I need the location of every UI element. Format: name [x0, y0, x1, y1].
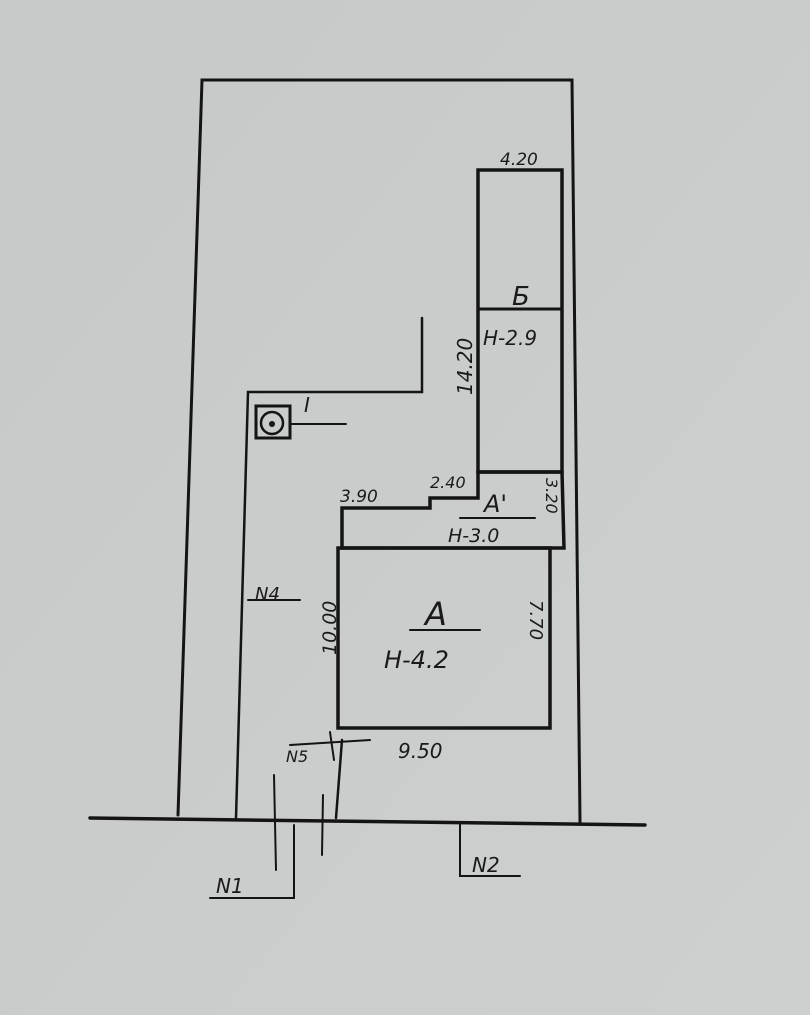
dim-b-length: 14.20: [453, 338, 477, 395]
n2-leader: [459, 821, 521, 877]
n1-tick: [321, 794, 324, 856]
marker-n5: N5: [286, 747, 308, 766]
well-center: [269, 421, 275, 427]
well-icon: [254, 404, 292, 440]
n1-leader: [209, 774, 295, 899]
dim-b-width: 4.20: [500, 150, 538, 170]
dim-a-front: 9.50: [398, 739, 443, 763]
dim-a1-depth: 3.20: [542, 478, 561, 514]
building-a1-label: А': [482, 490, 507, 518]
dim-a1-width: 3.90: [340, 487, 378, 507]
marker-n4: N4: [255, 584, 280, 605]
building-a-height: Н-4.2: [384, 646, 449, 674]
dim-a1-step: 2.40: [430, 473, 466, 492]
marker-n1: N1: [216, 874, 244, 898]
building-a1: [340, 470, 566, 550]
marker-n2: N2: [472, 853, 500, 877]
lot-boundary: [176, 78, 582, 824]
building-a: [336, 546, 552, 730]
gate-line: [334, 738, 344, 820]
dim-a-depth: 7.70: [525, 600, 546, 640]
building-a-label: А: [423, 595, 447, 633]
dim-a-length: 10.00: [319, 601, 341, 655]
well-label: I: [304, 393, 310, 417]
well-ring: [259, 410, 285, 436]
building-b-label: Б: [512, 282, 530, 312]
building-a1-height: Н-3.0: [448, 525, 499, 547]
n5-leader: [289, 731, 371, 761]
building-b-height: Н-2.9: [483, 326, 537, 350]
street-line: [88, 816, 647, 827]
inner-fence: [234, 316, 424, 820]
